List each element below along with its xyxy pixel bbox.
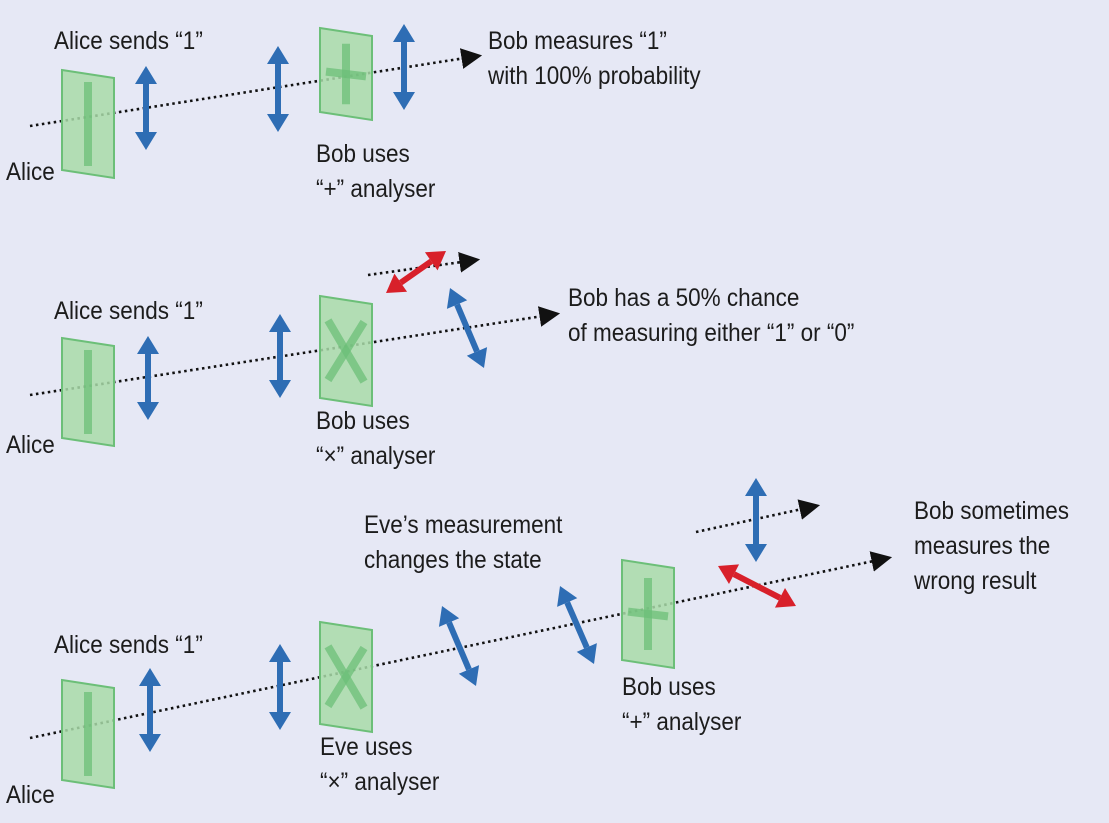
panel3-eve-diagonal-arrow <box>438 606 480 686</box>
caption-line: Eve uses <box>320 733 413 761</box>
panel3-result-text: Bob sometimes measures the wrong result <box>914 494 1069 599</box>
panel2-channel-polarisation-arrow <box>269 314 291 398</box>
panel2-alice-polarisation-arrow <box>137 336 159 420</box>
caption-line: Bob uses <box>316 407 410 435</box>
panel3-alice-polarisation-arrow <box>139 668 161 752</box>
result-line: with 100% probability <box>488 62 701 90</box>
panel1-alice-polarisation-arrow <box>135 66 157 150</box>
panel3-alice-polariser <box>61 678 115 790</box>
panel1-alice-polariser <box>61 68 115 180</box>
panel3-eve-note: Eve’s measurement changes the state <box>364 508 562 578</box>
panel2-bob-analyser-caption: Bob uses “×” analyser <box>316 404 435 474</box>
caption-line: “×” analyser <box>320 768 440 796</box>
panel2-alice-label: Alice <box>6 431 55 459</box>
result-line: wrong result <box>914 567 1037 595</box>
panel1-channel-polarisation-arrow <box>267 46 289 132</box>
result-line: Bob sometimes <box>914 497 1070 525</box>
panel3-channel-polarisation-arrow <box>269 644 291 730</box>
panel1-bob-polarisation-arrow <box>393 24 415 110</box>
panel3-alice-sends-label: Alice sends “1” <box>54 631 203 659</box>
panel3-bob-analyser-caption: Bob uses “+” analyser <box>622 670 741 740</box>
panel2-bob-polarisation-arrow <box>446 288 488 368</box>
panel3-bob-analyser <box>621 558 675 670</box>
panel2-photon-beam <box>29 306 561 397</box>
panel2-result-text: Bob has a 50% chance of measuring either… <box>568 281 854 351</box>
eve-note-line: changes the state <box>364 546 542 574</box>
panel1-alice-label: Alice <box>6 158 55 186</box>
panel3-bob-vertical-arrow <box>745 478 767 562</box>
panel2-diagonal-polarisation-arrow <box>386 251 446 293</box>
result-line: of measuring either “1” or “0” <box>568 319 855 347</box>
panel3-eve-analyser <box>319 620 373 734</box>
panel2-alice-sends-label: Alice sends “1” <box>54 297 203 325</box>
panel3-alice-label: Alice <box>6 781 55 809</box>
caption-line: “+” analyser <box>316 175 436 203</box>
caption-line: Bob uses <box>316 140 410 168</box>
caption-line: Bob uses <box>622 673 716 701</box>
caption-line: “×” analyser <box>316 442 436 470</box>
result-line: measures the <box>914 532 1051 560</box>
panel1-bob-analyser <box>319 26 373 122</box>
panel1-result-text: Bob measures “1” with 100% probability <box>488 24 701 94</box>
panel3-changed-state-arrow <box>557 586 597 664</box>
panel1-bob-analyser-caption: Bob uses “+” analyser <box>316 137 435 207</box>
panel3-eve-analyser-caption: Eve uses “×” analyser <box>320 730 439 800</box>
caption-line: “+” analyser <box>622 708 742 736</box>
panel3-wrong-result-arrow <box>718 564 796 608</box>
result-line: Bob measures “1” <box>488 27 667 55</box>
result-line: Bob has a 50% chance <box>568 284 800 312</box>
panel2-bob-analyser <box>319 294 373 408</box>
panel2-alice-polariser <box>61 336 115 448</box>
panel1-alice-sends-label: Alice sends “1” <box>54 27 203 55</box>
eve-note-line: Eve’s measurement <box>364 511 563 539</box>
